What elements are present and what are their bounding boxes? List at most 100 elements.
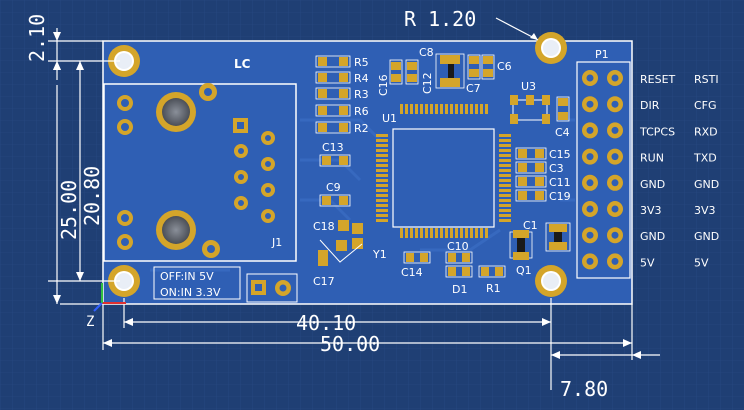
mode-line1: OFF:IN 5V <box>160 270 214 283</box>
j1-label: J1 <box>271 236 282 249</box>
pin-label-left: RUN <box>640 152 664 165</box>
c8-outline <box>435 53 465 89</box>
u3-regulator <box>510 95 550 124</box>
resistor-array <box>315 55 351 134</box>
jumper-outline <box>246 273 298 303</box>
c15-label: C15 <box>549 148 571 161</box>
pin-label-left: GND <box>640 230 665 243</box>
q1-label: Q1 <box>516 264 532 277</box>
rj45-pads <box>117 83 275 258</box>
p1-pin-hole <box>586 205 594 213</box>
p1-pin-hole <box>611 231 619 239</box>
p1-pin-hole <box>586 257 594 265</box>
pcb-board <box>102 40 633 305</box>
q1-transistor <box>509 230 533 260</box>
p1-pin-hole <box>586 179 594 187</box>
p1-header-outline <box>576 61 631 279</box>
dim-hole-spacing: 40.10 <box>296 311 356 335</box>
dimension-lines <box>48 17 660 390</box>
pin-label-right: 3V3 <box>694 204 716 217</box>
mode-line2: ON:IN 3.3V <box>160 286 221 299</box>
pin-label-right: 5V <box>694 256 709 269</box>
dim-top-offset: 2.10 <box>25 14 49 62</box>
p1-pins <box>582 70 623 270</box>
pin-label-right: RSTI <box>694 73 719 86</box>
c17-label: C17 <box>313 275 335 288</box>
c16b-outline <box>405 59 419 85</box>
mounting-hole-tr <box>535 32 567 64</box>
p1-pin-hole <box>586 231 594 239</box>
u1-chip <box>376 104 511 238</box>
y1-crystal <box>318 220 363 266</box>
dim-jack-height: 20.80 <box>80 166 104 226</box>
pin-label-left: TCPCS <box>639 125 675 138</box>
c1-label: C1 <box>523 219 538 232</box>
r4-label: R4 <box>354 72 369 85</box>
pin-label-right: TXD <box>693 152 717 165</box>
c7-label: C7 <box>466 82 481 95</box>
p1-pin-hole <box>586 126 594 134</box>
p1-pin-hole <box>611 74 619 82</box>
d1-label: D1 <box>452 283 467 296</box>
pin-label-right: GND <box>694 178 719 191</box>
r6-label: R6 <box>354 105 369 118</box>
c6-outline <box>481 54 495 80</box>
p1-pin-hole <box>611 153 619 161</box>
r5-label: R5 <box>354 56 369 69</box>
r1-outline <box>478 265 506 278</box>
c11-label: C11 <box>549 176 571 189</box>
c16-label: C16 <box>377 74 390 96</box>
p1-pin-hole <box>611 100 619 108</box>
logo-label: LC <box>234 57 251 71</box>
c10-label: C10 <box>447 240 469 253</box>
pin-label-left: 5V <box>640 256 655 269</box>
pin-label-left: 3V3 <box>640 204 662 217</box>
pin-label-left: RESET <box>640 73 676 86</box>
c16-outline <box>389 59 403 85</box>
c18-label: C18 <box>313 220 335 233</box>
pin-labels: RESET RSTI DIR CFG TCPCS RXD RUN TXD GND GND 3V3 3V… <box>639 73 719 269</box>
r2-label: R2 <box>354 122 369 135</box>
y1-label: Y1 <box>372 248 387 261</box>
d1-outline <box>445 265 473 278</box>
dim-corner-radius: R 1.20 <box>404 7 476 31</box>
p1-pin-hole <box>586 74 594 82</box>
r1-label: R1 <box>486 282 501 295</box>
p1-pin-hole <box>611 179 619 187</box>
c14-outline <box>403 251 431 264</box>
dimension-arrows <box>53 32 641 359</box>
c8-label: C8 <box>419 46 434 59</box>
pin-label-left: DIR <box>640 99 660 112</box>
dim-edge-offset: 7.80 <box>560 377 608 401</box>
pin-label-right: CFG <box>694 99 717 112</box>
c13-outline <box>319 154 351 167</box>
pin-label-right: RXD <box>694 125 718 138</box>
p1-pin-hole <box>586 153 594 161</box>
axis-z-label: Z <box>86 314 94 330</box>
dim-board-width: 50.00 <box>320 332 380 356</box>
c1-capacitor <box>545 222 571 252</box>
cap-array-right <box>515 147 547 202</box>
p1-label: P1 <box>595 48 609 61</box>
p1-pin-hole <box>611 257 619 265</box>
p1-pin-hole <box>611 205 619 213</box>
c7-outline <box>467 54 481 80</box>
u1-label: U1 <box>382 112 397 125</box>
dim-board-height: 25.00 <box>57 180 81 240</box>
pin-label-right: GND <box>694 230 719 243</box>
mounting-hole-bl <box>108 265 140 297</box>
c9-label: C9 <box>326 181 341 194</box>
mode-box <box>153 266 241 300</box>
c10-outline <box>445 251 473 264</box>
p1-pin-hole <box>611 126 619 134</box>
c6-label: C6 <box>497 60 512 73</box>
c4-label: C4 <box>555 126 570 139</box>
p1-pin-hole <box>586 100 594 108</box>
r3-label: R3 <box>354 88 369 101</box>
c3-label: C3 <box>549 162 564 175</box>
c19-label: C19 <box>549 190 571 203</box>
rj45-outline <box>103 83 297 262</box>
mounting-hole-tl <box>108 45 140 77</box>
c12-label: C12 <box>421 72 434 94</box>
